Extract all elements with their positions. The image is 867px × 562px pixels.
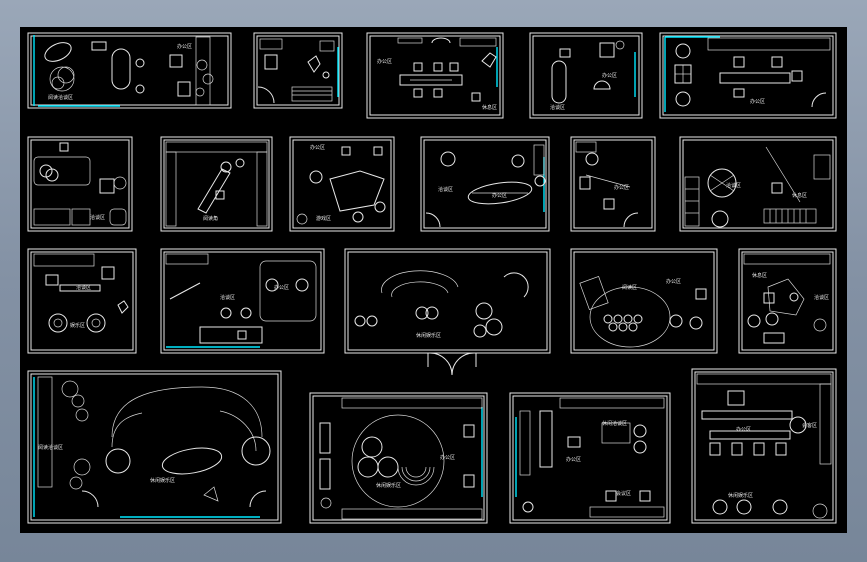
- room-label: 办公区: [614, 184, 629, 191]
- room-plan-2: [253, 32, 343, 109]
- room-plan-19: 休闲洽谈区 办公区 会议区: [509, 392, 671, 524]
- room-label: 办公区: [666, 278, 681, 285]
- room-label: 休闲娱乐区: [376, 482, 401, 489]
- room-label: 洽谈区: [438, 186, 453, 193]
- room-plan-6: 洽谈区: [27, 136, 133, 232]
- room-label: 办公区: [750, 98, 765, 105]
- room-label: 会议区: [616, 490, 631, 497]
- room-label: 洽谈区: [550, 104, 565, 111]
- room-label: 休息区: [792, 192, 807, 199]
- room-plan-18: 休闲娱乐区 办公区: [309, 392, 488, 524]
- room-label: 休闲娱乐区: [150, 477, 175, 484]
- room-label: 洽谈区: [814, 294, 829, 301]
- room-plan-8: 办公区 游戏区: [289, 136, 395, 232]
- room-label: 阅读角: [203, 215, 218, 222]
- room-label: 办公区: [602, 72, 617, 79]
- room-plan-10: 办公区: [570, 136, 656, 232]
- room-label: 办公区: [274, 284, 289, 291]
- room-plan-17: 阅读洽谈区 休闲娱乐区: [27, 370, 282, 524]
- room-label: 休息区: [752, 272, 767, 279]
- room-label: 办公区: [377, 58, 392, 65]
- floor-plan-sheet: 办公区 阅读洽谈区 办公区 休息区: [27, 32, 837, 524]
- room-label: 洽谈区: [90, 214, 105, 221]
- room-label: 休息区: [482, 104, 497, 111]
- room-label: 休闲娱乐区: [728, 492, 753, 499]
- room-plan-3: 办公区 休息区: [366, 32, 504, 119]
- room-plan-20: 办公区 会客区 休闲娱乐区: [691, 368, 837, 524]
- cad-drawing-canvas: 办公区 阅读洽谈区 办公区 休息区: [20, 27, 847, 533]
- room-plan-1: 办公区 阅读洽谈区: [27, 32, 232, 109]
- room-plan-7: 阅读角: [160, 136, 273, 232]
- room-label: 办公区: [736, 426, 751, 433]
- room-label: 游戏区: [316, 215, 331, 222]
- room-plan-16: 休息区 洽谈区: [738, 248, 837, 354]
- room-label: 休闲洽谈区: [602, 420, 627, 427]
- room-label: 办公区: [310, 144, 325, 151]
- room-plan-12: 洽谈区 娱乐区: [27, 248, 137, 354]
- room-label: 办公区: [440, 454, 455, 461]
- room-label: 阅读区: [622, 284, 637, 291]
- room-plan-9: 洽谈区 办公区: [420, 136, 550, 232]
- room-label: 洽谈区: [76, 284, 91, 291]
- room-label: 洽谈区: [726, 182, 741, 189]
- room-label: 办公区: [566, 456, 581, 463]
- room-label: 会客区: [802, 422, 817, 429]
- room-label: 办公区: [177, 43, 192, 50]
- room-label: 阅读洽谈区: [48, 94, 73, 101]
- room-label: 阅读洽谈区: [38, 444, 63, 451]
- room-plan-4: 办公区 洽谈区: [529, 32, 643, 119]
- room-plan-11: 洽谈区 休息区: [679, 136, 837, 232]
- room-label: 洽谈区: [220, 294, 235, 301]
- room-plan-14: 休闲娱乐区: [344, 248, 551, 376]
- room-label: 办公区: [492, 192, 507, 199]
- room-label: 娱乐区: [70, 322, 85, 329]
- room-plan-13: 洽谈区 办公区: [160, 248, 325, 354]
- room-label: 休闲娱乐区: [416, 332, 441, 339]
- room-plan-15: 阅读区 办公区: [570, 248, 718, 354]
- room-plan-5: 办公区: [659, 32, 837, 119]
